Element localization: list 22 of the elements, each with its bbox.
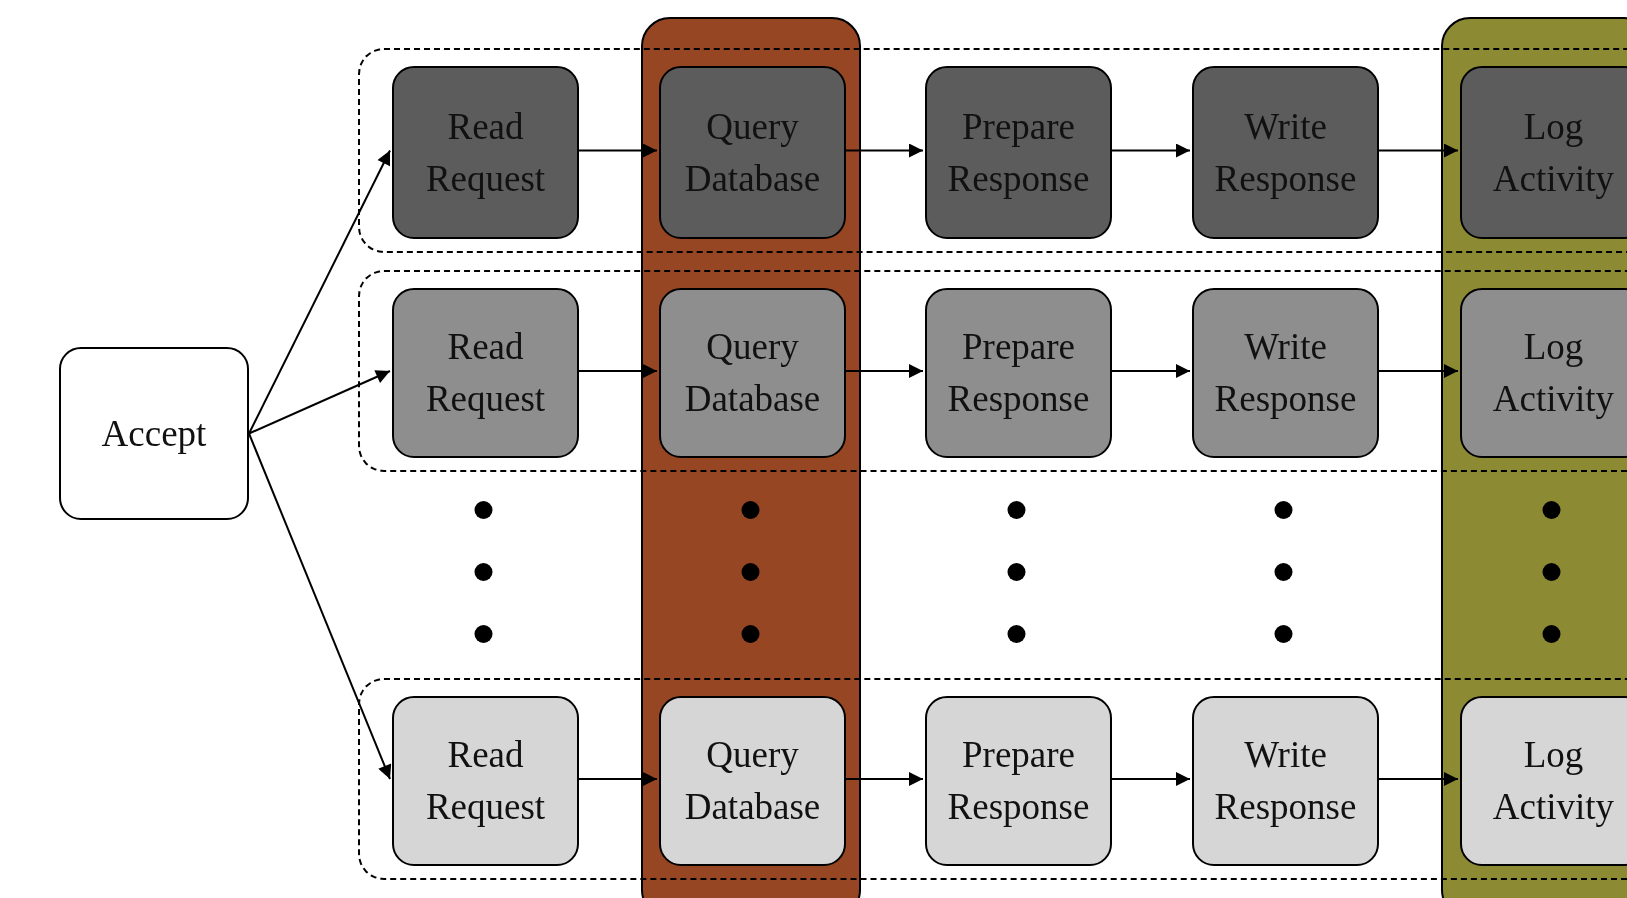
- dashed-group-box: [358, 48, 1627, 253]
- dashed-group-box: [358, 678, 1627, 880]
- process-box: Write Response: [1192, 288, 1379, 458]
- process-box: Prepare Response: [925, 288, 1112, 458]
- process-box: Write Response: [1192, 696, 1379, 866]
- process-box: Accept: [59, 347, 249, 520]
- arrow: [248, 432, 392, 780]
- process-box: Read Request: [392, 696, 579, 866]
- process-box: Read Request: [392, 288, 579, 458]
- process-box: Query Database: [659, 66, 846, 239]
- process-box: Log Activity: [1460, 288, 1627, 458]
- dashed-group-box: [358, 270, 1627, 472]
- process-box: Query Database: [659, 288, 846, 458]
- process-box: Write Response: [1192, 66, 1379, 239]
- process-box: Log Activity: [1460, 696, 1627, 866]
- process-box: Log Activity: [1460, 66, 1627, 239]
- process-box: Read Request: [392, 66, 579, 239]
- process-box: Prepare Response: [925, 696, 1112, 866]
- arrow: [248, 370, 391, 435]
- process-box: Query Database: [659, 696, 846, 866]
- process-box: Prepare Response: [925, 66, 1112, 239]
- arrow: [248, 149, 391, 435]
